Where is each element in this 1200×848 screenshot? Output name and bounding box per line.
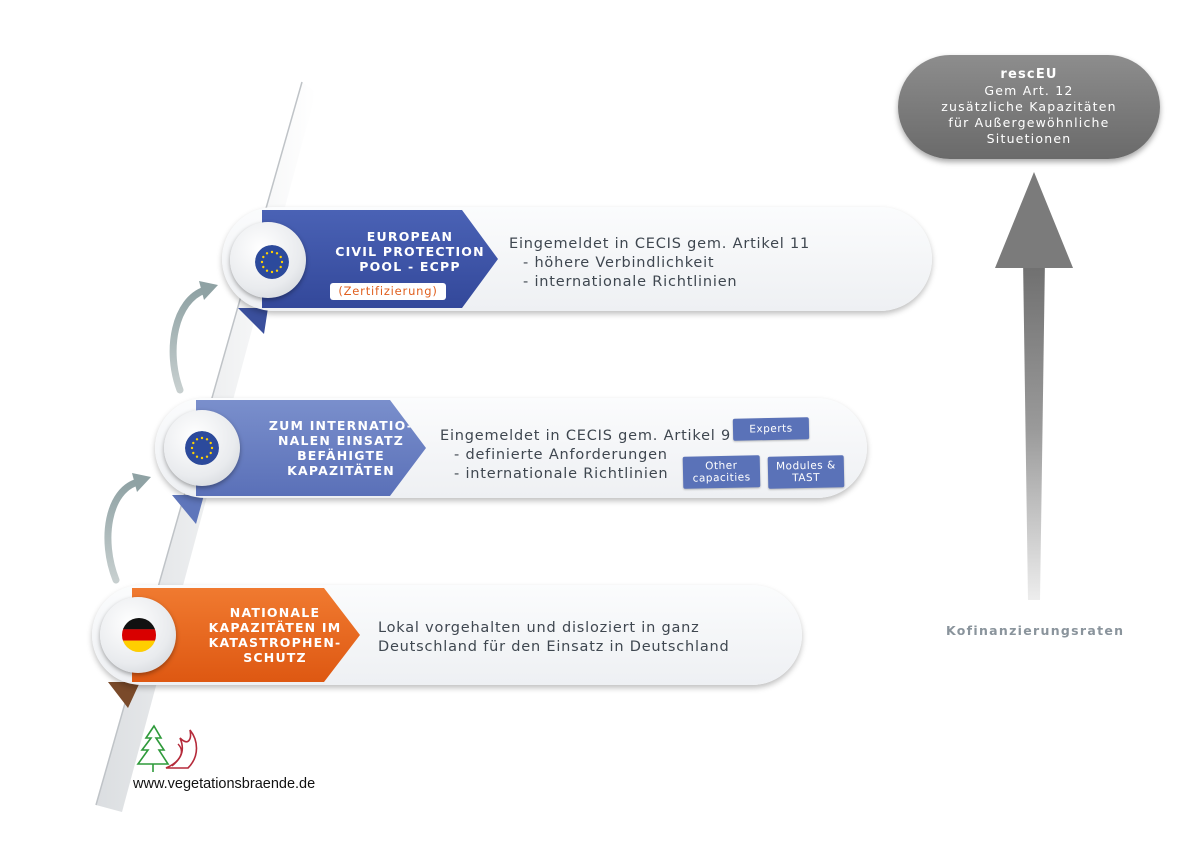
international-medal	[164, 410, 240, 486]
national-desc-line: Lokal vorgehalten und disloziert in ganz	[378, 620, 700, 636]
ecpp-ribbon-line: EUROPEAN	[366, 228, 454, 244]
ecpp-medal	[230, 222, 306, 298]
ecpp-ribbon-line: CIVIL PROTECTION	[335, 243, 485, 259]
national-description: Lokal vorgehalten und disloziert in ganz…	[378, 619, 778, 657]
tag-other-capacities: Other capacities	[682, 455, 761, 489]
ecpp-ribbon-fold	[238, 308, 268, 334]
national-desc-line: Deutschland für den Einsatz in Deutschla…	[378, 639, 730, 655]
national-ribbon-line: SCHUTZ	[243, 650, 307, 665]
international-desc-bullet: - definierte Anforderungen	[454, 447, 668, 463]
tag-other-label: Other	[705, 459, 738, 473]
international-ribbon-line: KAPAZITÄTEN	[287, 463, 395, 478]
up-arrow-icon	[995, 172, 1073, 600]
national-ribbon-fold	[108, 682, 140, 708]
logo-url[interactable]: www.vegetationsbraende.de	[133, 776, 316, 792]
rescue-line: für Außergewöhnliche	[948, 115, 1110, 130]
tag-other-label: capacities	[692, 471, 751, 485]
tag-experts-label: Experts	[749, 422, 793, 436]
rescue-box: rescEU Gem Art. 12 zusätzliche Kapazität…	[898, 55, 1160, 159]
international-ribbon-fold	[172, 495, 204, 524]
curved-arrow-icon	[104, 473, 151, 584]
rescue-line: zusätzliche Kapazitäten	[941, 99, 1117, 114]
ecpp-desc-bullet: - internationale Richtlinien	[523, 274, 738, 290]
rescue-line: Gem Art. 12	[984, 83, 1074, 98]
national-ribbon-line: NATIONALE	[229, 605, 321, 620]
tag-experts: Experts	[732, 417, 810, 441]
international-desc-line: Eingemeldet in CECIS gem. Artikel 9	[440, 428, 732, 444]
international-ribbon-line: NALEN EINSATZ	[277, 433, 404, 448]
certification-badge: (Zertifizierung)	[330, 283, 446, 300]
ecpp-ribbon-line: POOL - ECPP	[359, 258, 461, 274]
tag-modules-label: Modules &	[775, 459, 836, 473]
international-desc-bullet: - internationale Richtlinien	[454, 466, 669, 482]
rescue-line: Situetionen	[986, 131, 1072, 146]
national-ribbon-line: KATASTROPHEN-	[208, 635, 342, 650]
ecpp-description: Eingemeldet in CECIS gem. Artikel 11 - h…	[509, 235, 909, 292]
eu-flag-icon	[185, 431, 219, 465]
tag-modules-label: TAST	[792, 471, 821, 485]
eu-flag-icon	[255, 245, 289, 279]
rescue-title: rescEU	[1000, 67, 1058, 82]
national-medal	[100, 597, 176, 673]
ecpp-desc-line: Eingemeldet in CECIS gem. Artikel 11	[509, 236, 811, 252]
national-ribbon-line: KAPAZITÄTEN IM	[208, 620, 342, 635]
vegetationsbraende-logo	[136, 724, 198, 772]
international-description: Eingemeldet in CECIS gem. Artikel 9 - de…	[440, 427, 740, 484]
international-ribbon-line: ZUM INTERNATIO-	[268, 418, 414, 433]
ecpp-desc-bullet: - höhere Verbindlichkeit	[523, 255, 715, 271]
cofinancing-label: Kofinanzierungsraten	[946, 623, 1125, 638]
german-flag-icon	[122, 618, 156, 652]
tag-modules-tast: Modules & TAST	[767, 455, 845, 489]
curved-arrow-icon	[169, 281, 218, 394]
international-ribbon-line: BEFÄHIGTE	[297, 448, 385, 463]
